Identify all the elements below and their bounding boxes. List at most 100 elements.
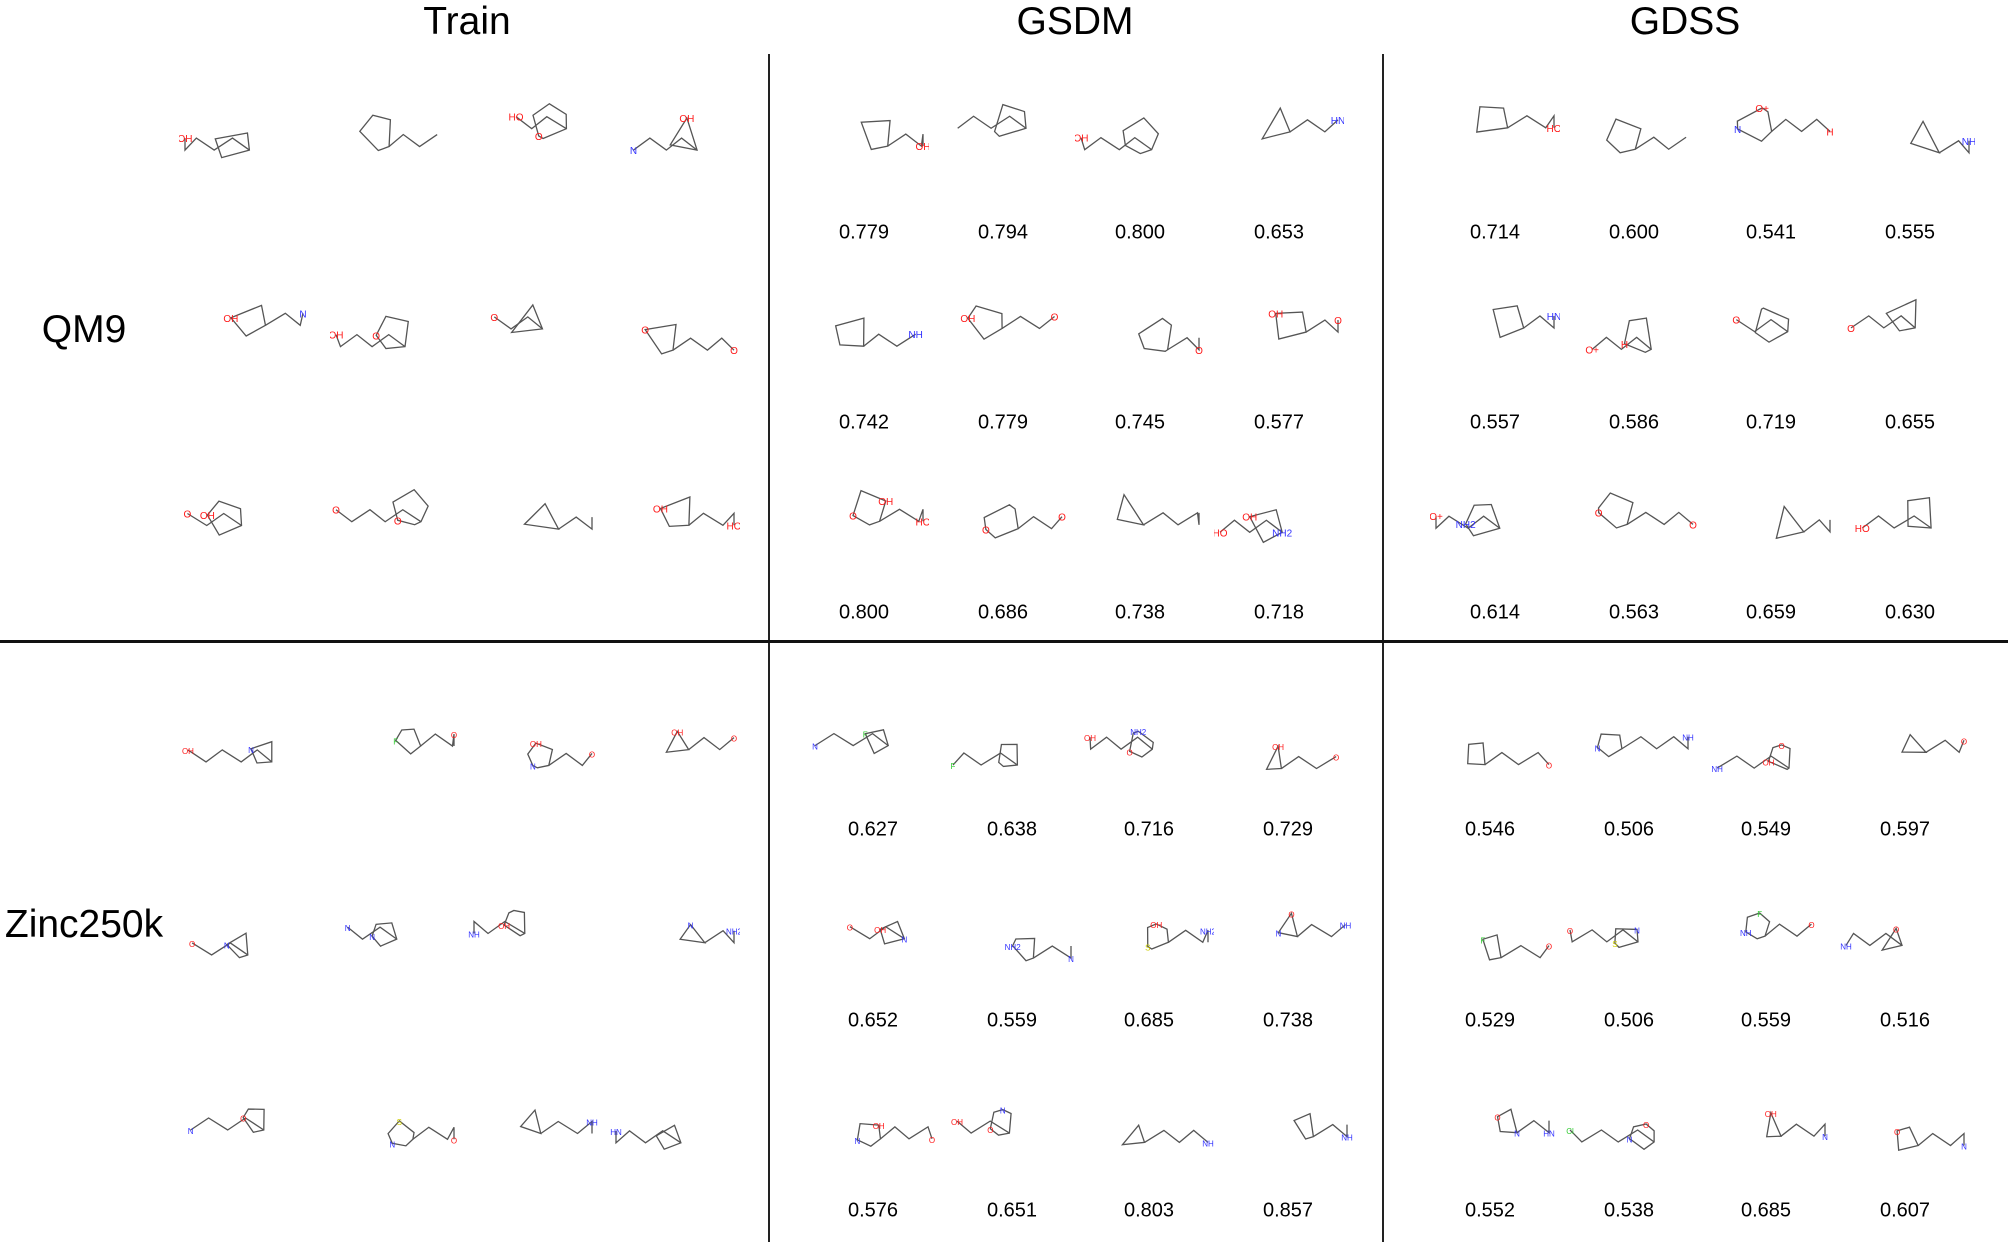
ring-bonds bbox=[375, 315, 409, 350]
atom-label: NH2 bbox=[1005, 943, 1022, 952]
similarity-score: 0.630 bbox=[1884, 601, 1936, 624]
atom-label: Cl bbox=[1566, 1127, 1574, 1136]
ring-bonds bbox=[1901, 733, 1928, 753]
chain-bonds bbox=[1281, 755, 1337, 770]
molecule-structure: O bbox=[1847, 298, 1917, 335]
atom-label: OH bbox=[671, 728, 683, 737]
ring-bonds bbox=[860, 119, 891, 151]
molecule-structure: HOO bbox=[509, 102, 568, 143]
chain-bonds bbox=[1080, 136, 1153, 151]
molecule-structure: NN bbox=[345, 922, 398, 947]
atom-label: NH bbox=[1340, 922, 1352, 931]
chain-bonds bbox=[1621, 735, 1689, 751]
molecule-structure: NOH bbox=[223, 304, 307, 337]
ring-bonds bbox=[852, 489, 887, 526]
atom-label: OH bbox=[1242, 513, 1257, 524]
molecule-structure: ONS bbox=[387, 1118, 457, 1149]
molecule-structure bbox=[1605, 118, 1687, 154]
molecule-structure bbox=[358, 114, 438, 152]
chain-bonds bbox=[1017, 515, 1063, 530]
ring-bonds bbox=[519, 1108, 542, 1135]
similarity-score: 0.803 bbox=[1123, 1199, 1175, 1222]
atom-label: N bbox=[688, 922, 694, 931]
atom-label: O bbox=[982, 525, 990, 536]
chain-bonds bbox=[1591, 336, 1652, 351]
chain-bonds bbox=[493, 316, 543, 330]
molecule-structure: OO bbox=[641, 323, 738, 357]
chain-bonds bbox=[863, 333, 916, 347]
similarity-score: 0.627 bbox=[847, 818, 899, 841]
atom-label: F bbox=[863, 731, 868, 740]
chain-bonds bbox=[879, 508, 924, 523]
chain-bonds bbox=[190, 1117, 265, 1131]
atom-label: O bbox=[1546, 943, 1552, 952]
molecule-structure: NOH bbox=[630, 114, 698, 157]
atom-label: O bbox=[589, 750, 595, 759]
atom-label: OH bbox=[874, 926, 886, 935]
similarity-score: 0.538 bbox=[1603, 1199, 1655, 1222]
molecule-structure: NH bbox=[519, 1108, 598, 1135]
chain-bonds bbox=[473, 920, 526, 935]
ring-bonds bbox=[1146, 923, 1170, 950]
similarity-score: 0.738 bbox=[1262, 1009, 1314, 1032]
molecule-structure: F bbox=[951, 743, 1019, 771]
similarity-score: 0.549 bbox=[1740, 818, 1792, 841]
similarity-score: 0.857 bbox=[1262, 1199, 1314, 1222]
molecule-structure bbox=[1775, 505, 1831, 540]
atom-label: NH bbox=[1840, 942, 1852, 951]
ring-bonds bbox=[214, 132, 251, 159]
molecule-structure: HNO+ bbox=[1734, 104, 1834, 142]
chain-bonds bbox=[1516, 1119, 1550, 1135]
atom-label: N bbox=[530, 763, 536, 772]
atom-label: O bbox=[1808, 921, 1814, 930]
atom-label: O bbox=[189, 940, 195, 949]
atom-label: O bbox=[1288, 910, 1294, 919]
atom-label: OH bbox=[498, 922, 510, 931]
atom-label: S bbox=[1145, 943, 1150, 952]
similarity-score: 0.529 bbox=[1464, 1009, 1516, 1032]
molecule-structure: NF bbox=[812, 729, 890, 755]
chain-bonds bbox=[1764, 923, 1812, 937]
similarity-score: 0.552 bbox=[1464, 1199, 1516, 1222]
atom-label: NH bbox=[1962, 137, 1975, 148]
atom-label: HN bbox=[1543, 1130, 1555, 1139]
atom-label: F bbox=[393, 737, 398, 746]
atom-label: N bbox=[1595, 744, 1601, 753]
chain-bonds bbox=[1735, 318, 1789, 333]
molecule-structure bbox=[523, 502, 593, 531]
chain-bonds bbox=[1296, 923, 1346, 938]
similarity-score: 0.655 bbox=[1884, 411, 1936, 434]
atom-label: O bbox=[394, 516, 402, 527]
similarity-score: 0.729 bbox=[1262, 818, 1314, 841]
atom-label: HN bbox=[1547, 312, 1560, 323]
chain-bonds bbox=[347, 926, 398, 940]
atom-label: F bbox=[1480, 936, 1485, 945]
molecule-structure: OOH bbox=[960, 305, 1059, 341]
similarity-score: 0.653 bbox=[1253, 221, 1305, 244]
chain-bonds bbox=[957, 115, 1027, 130]
chain-bonds bbox=[1435, 515, 1501, 530]
ring-bonds bbox=[532, 102, 568, 140]
chain-bonds bbox=[184, 137, 250, 152]
chain-bonds bbox=[688, 736, 735, 751]
ring-bonds bbox=[1011, 937, 1036, 962]
similarity-score: 0.718 bbox=[1253, 601, 1305, 624]
atom-label: NH2 bbox=[1130, 728, 1147, 737]
atom-label: HN bbox=[610, 1128, 622, 1137]
molecule-structure: OH bbox=[1075, 117, 1160, 155]
atom-label: N bbox=[345, 924, 351, 933]
atom-label: O+ bbox=[1430, 512, 1443, 523]
chain-bonds bbox=[1219, 519, 1283, 534]
ring-bonds bbox=[1476, 106, 1509, 133]
chain-bonds bbox=[1569, 1129, 1655, 1143]
atom-label: OH bbox=[878, 497, 893, 508]
molecule-structure: O bbox=[490, 303, 544, 334]
ring-bonds bbox=[967, 305, 1003, 341]
ring-bonds bbox=[879, 920, 906, 945]
similarity-score: 0.659 bbox=[1745, 601, 1797, 624]
